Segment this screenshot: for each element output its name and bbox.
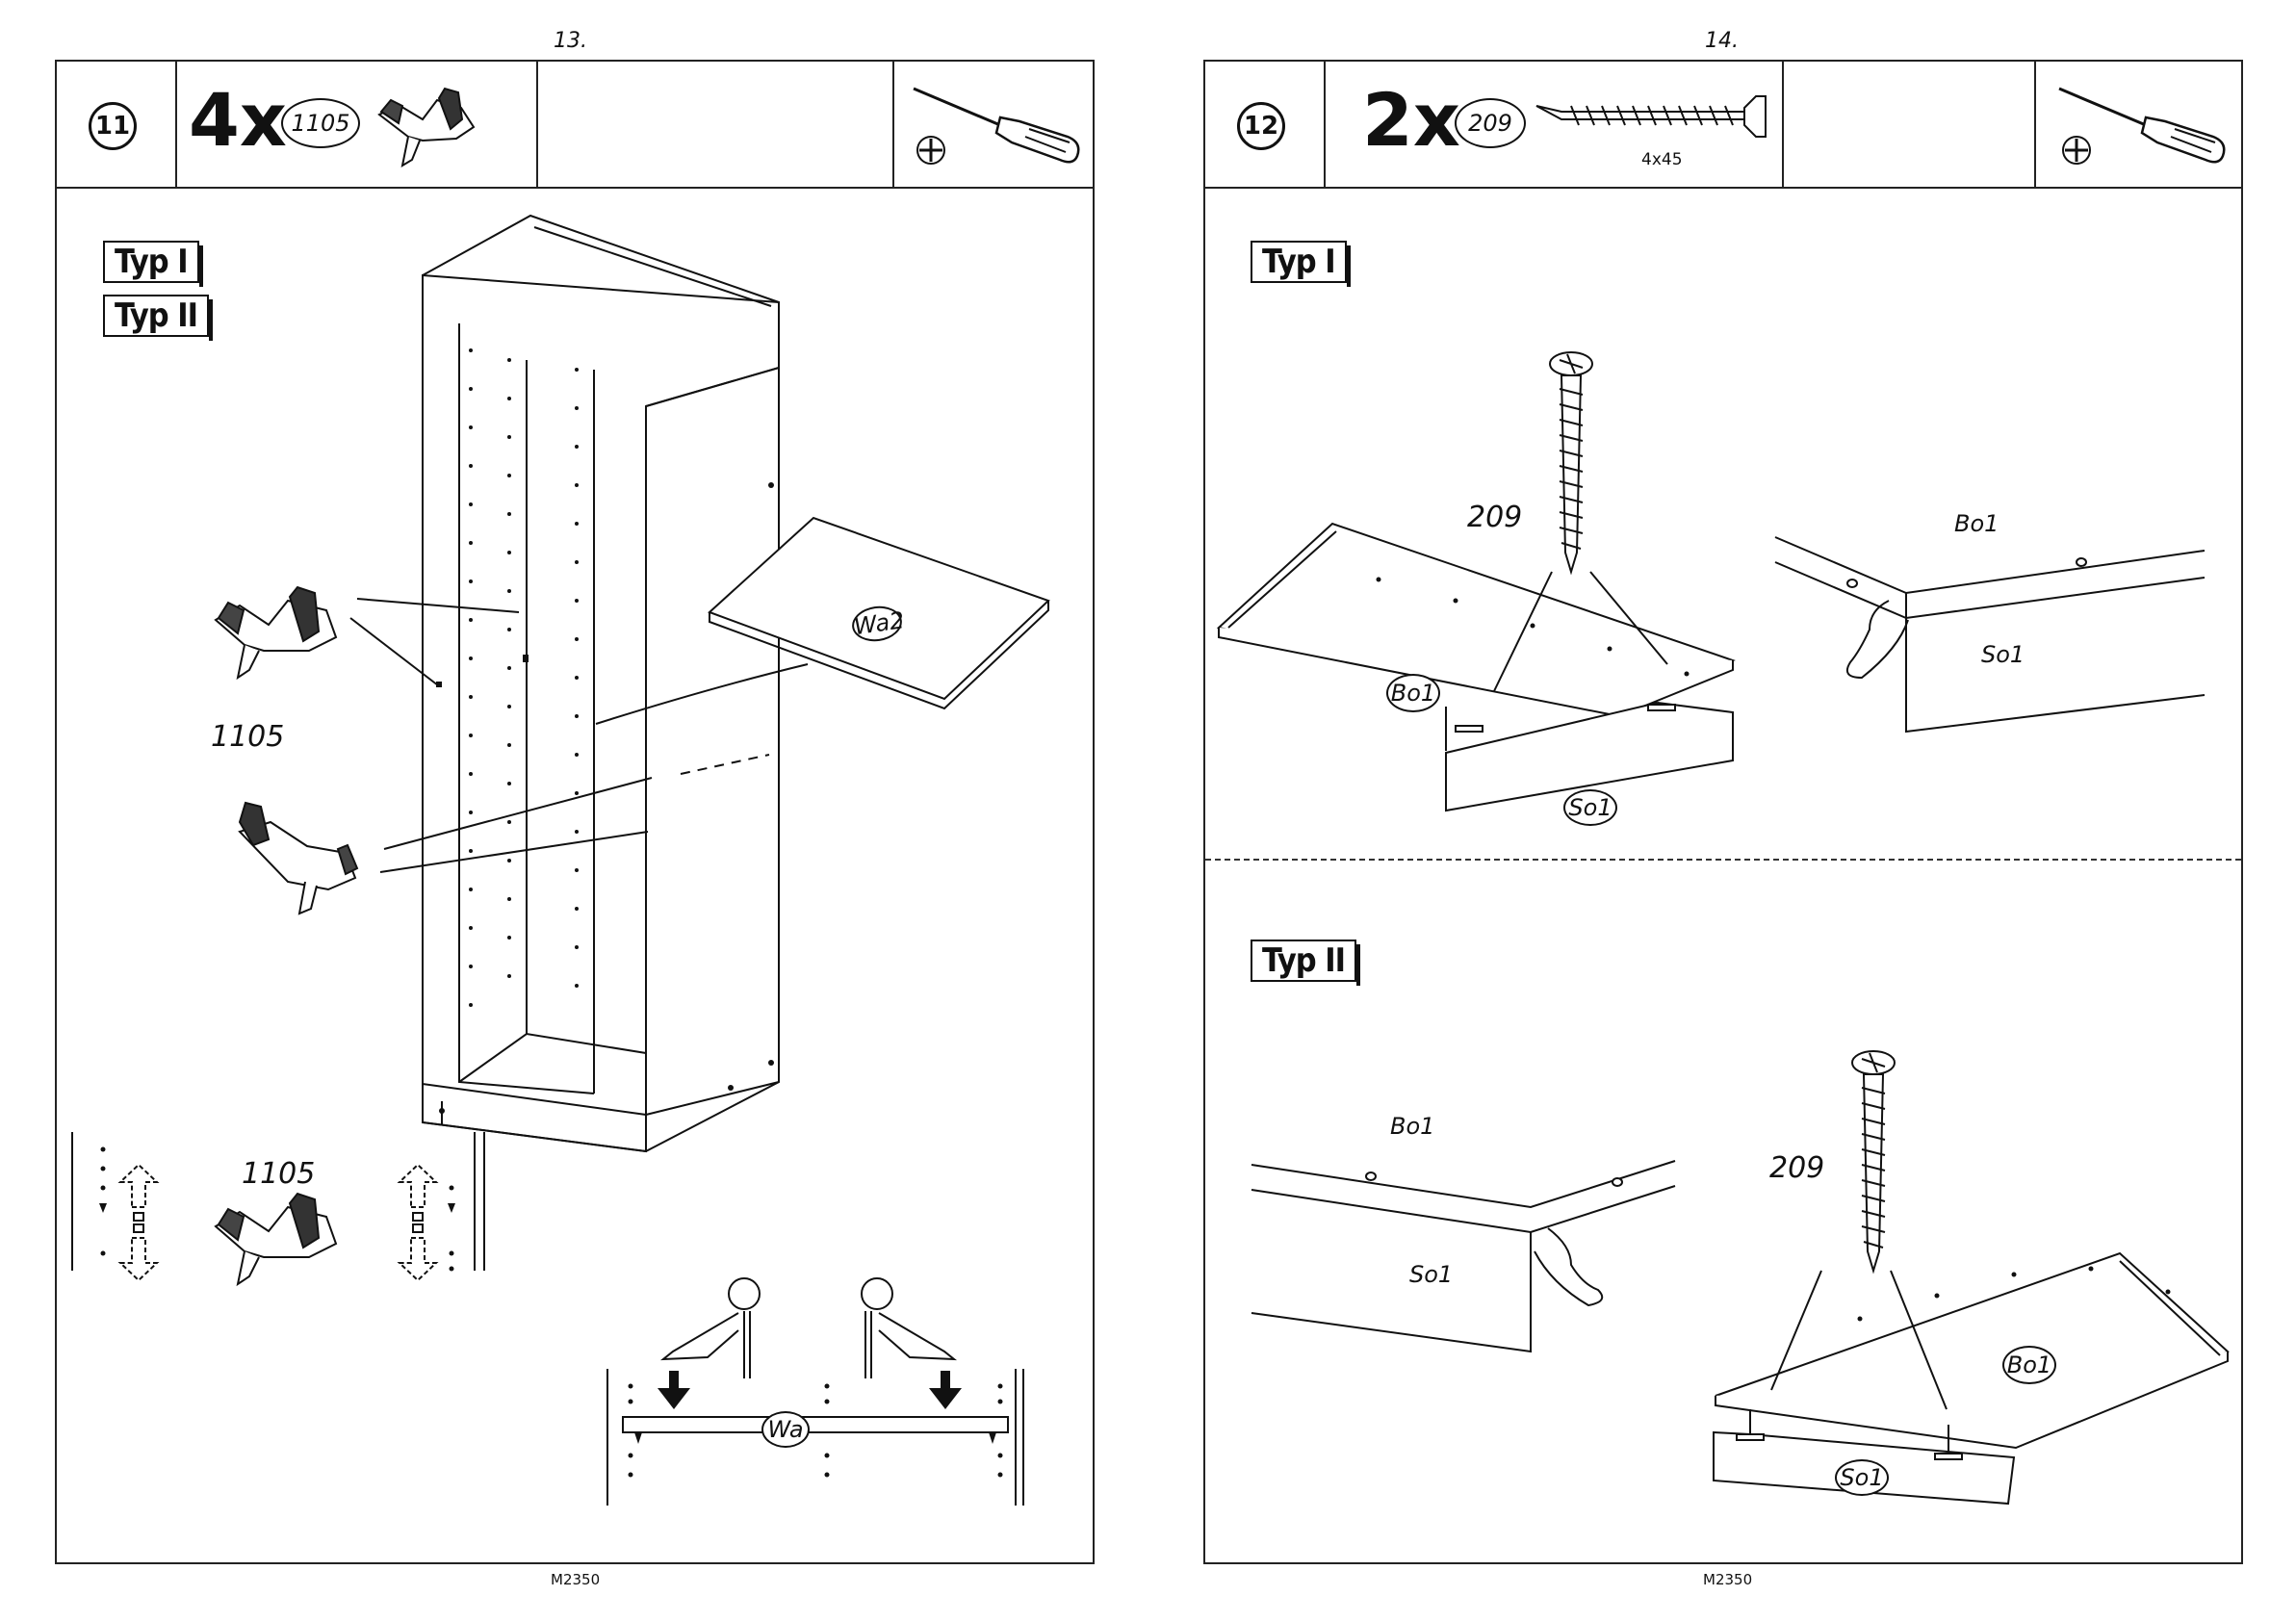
type-2-detail-side-label: So1: [1409, 1261, 1453, 1288]
instruction-page-step-12: 12 2x 209 4x45 Typ I Typ II: [1203, 60, 2243, 1564]
type-2-detail-top-label: Bo1: [1390, 1113, 1434, 1140]
peg-label-bottom: 1105: [242, 1157, 315, 1191]
cabinet-shelf-assembly-drawing: [57, 62, 1093, 1562]
page-number-left: 13.: [554, 29, 587, 53]
type-2-screw-label: 209: [1769, 1151, 1824, 1185]
type-1-detail-top-label: Bo1: [1954, 510, 1999, 537]
peg-bottom: [216, 1194, 336, 1284]
peg-label: 1105: [211, 720, 284, 754]
type-1-board-label: Bo1: [1386, 674, 1440, 712]
type-1-screw-label: 209: [1467, 501, 1522, 534]
footer-code-left: M2350: [551, 1571, 600, 1588]
peg-top: [216, 587, 336, 678]
type-1-plinth-label: So1: [1563, 789, 1617, 826]
type-2-plinth-label: So1: [1835, 1459, 1889, 1496]
page-number-right: 14.: [1705, 29, 1739, 53]
type-1-detail-side-label: So1: [1981, 641, 2025, 668]
footer-code-right: M2350: [1703, 1571, 1752, 1588]
plinth-screw-assembly-drawing: [1205, 62, 2241, 1562]
bottom-shelf-label: Wa: [761, 1411, 810, 1448]
instruction-page-step-11: 11 4x 1105 Typ I Typ II: [55, 60, 1095, 1564]
peg-middle: [240, 803, 357, 914]
type-2-board-label: Bo1: [2002, 1346, 2056, 1384]
